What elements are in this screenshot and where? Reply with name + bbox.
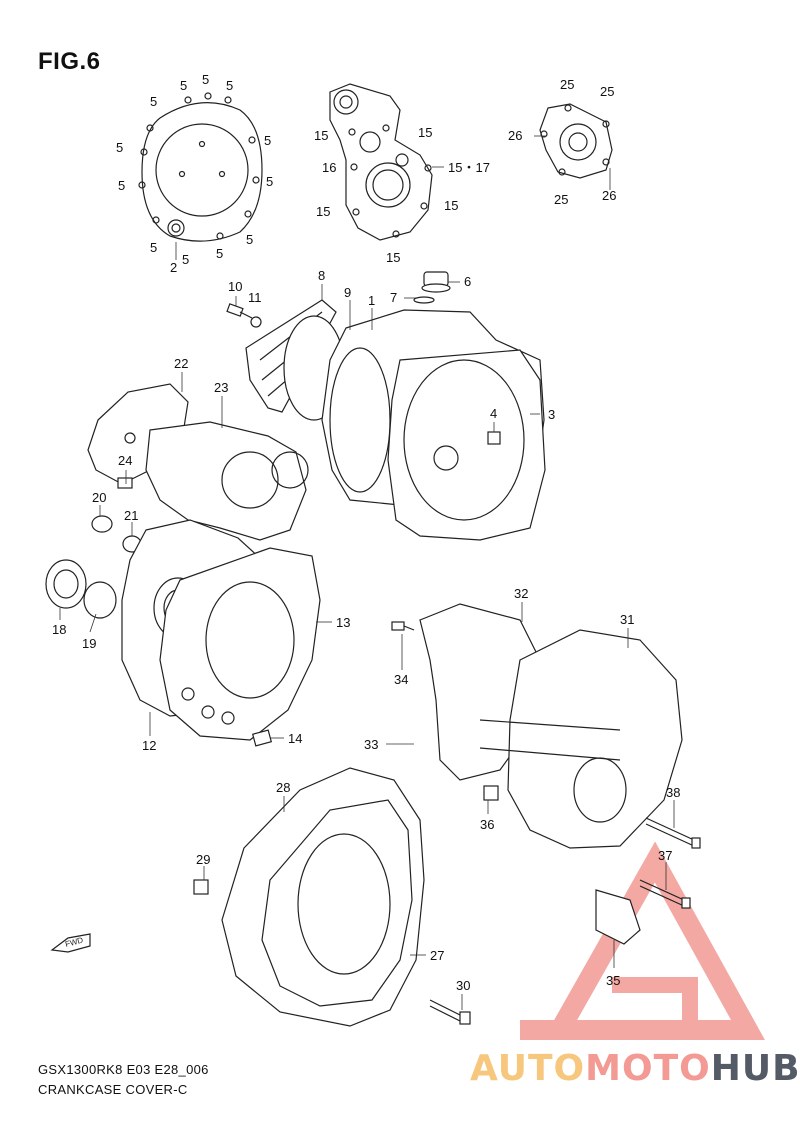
bolt-washer-part	[226, 303, 262, 328]
callout: 5	[246, 232, 253, 247]
callout: 18	[52, 622, 66, 637]
callout-labels: 5 5 5 5 5 5 5 5 5 5 5 5 2 15 15 16 15・17…	[52, 72, 680, 993]
callout: 5	[226, 78, 233, 93]
callout: 21	[124, 508, 138, 523]
callout: 15・17	[448, 160, 490, 175]
callout: 13	[336, 615, 350, 630]
callout: 19	[82, 636, 96, 651]
callout: 5	[150, 94, 157, 109]
cover-27-part	[193, 767, 471, 1027]
callout: 28	[276, 780, 290, 795]
callout: 25	[600, 84, 614, 99]
callout: 5	[202, 72, 209, 87]
figure-title: FIG.6	[38, 48, 101, 75]
callout: 32	[514, 586, 528, 601]
watermark-part-hub: HUB	[710, 1048, 800, 1089]
watermark-part-moto: MOTO	[585, 1048, 711, 1089]
callout: 7	[390, 290, 397, 305]
callout: 15	[386, 250, 400, 265]
clutch-cover-part	[138, 92, 263, 242]
callout: 33	[364, 737, 378, 752]
sprocket-cover-part	[419, 603, 683, 849]
callout: 15	[314, 128, 328, 143]
callout: 37	[658, 848, 672, 863]
callout: 2	[170, 260, 177, 275]
callout: 27	[430, 948, 444, 963]
bolt-34-part	[391, 621, 415, 631]
callout: 3	[548, 407, 555, 422]
callout: 15	[316, 204, 330, 219]
watermark-part-auto: AUTO	[470, 1048, 586, 1089]
callout: 9	[344, 285, 351, 300]
leader-lines	[59, 135, 675, 1010]
fwd-arrow-icon: FWD	[50, 933, 91, 953]
callout: 24	[118, 453, 132, 468]
callout: 34	[394, 672, 408, 687]
callout: 23	[214, 380, 228, 395]
bracket-35-part	[595, 889, 641, 945]
callout: 14	[288, 731, 302, 746]
callout: 30	[456, 978, 470, 993]
callout: 5	[116, 140, 123, 155]
callout: 5	[180, 78, 187, 93]
crankcase-cover-1-part	[321, 309, 546, 541]
callout: 25	[554, 192, 568, 207]
callout: 26	[602, 188, 616, 203]
callout: 29	[196, 852, 210, 867]
callout: 5	[150, 240, 157, 255]
callout: 6	[464, 274, 471, 289]
cover-12-part	[121, 519, 321, 747]
seal-rings-part	[45, 515, 142, 619]
callout: 26	[508, 128, 522, 143]
callout: 5	[264, 133, 271, 148]
callout: 38	[666, 785, 680, 800]
callout: 1	[368, 293, 375, 308]
callout: 12	[142, 738, 156, 753]
water-pump-cover-part	[87, 383, 309, 541]
generator-cover-part	[329, 83, 433, 241]
callout: 4	[490, 406, 497, 421]
callout: 5	[182, 252, 189, 267]
bolts-38-37-part	[639, 817, 701, 909]
callout: 10	[228, 279, 242, 294]
callout: 5	[266, 174, 273, 189]
callout: 31	[620, 612, 634, 627]
callout: 36	[480, 817, 494, 832]
callout: 35	[606, 973, 620, 988]
callout: 25	[560, 77, 574, 92]
callout: 15	[418, 125, 432, 140]
callout: 22	[174, 356, 188, 371]
watermark-triangle-logo	[520, 841, 765, 1040]
watermark-text: AUTOMOTOHUB	[470, 1048, 800, 1089]
oil-filler-cap-part	[413, 271, 451, 304]
callout: 5	[118, 178, 125, 193]
callout: 16	[322, 160, 336, 175]
callout: 11	[248, 290, 262, 305]
callout: 15	[444, 198, 458, 213]
footer-section-name: CRANKCASE COVER-C	[38, 1082, 188, 1097]
small-cover-part	[539, 103, 613, 179]
callout: 8	[318, 268, 325, 283]
callout: 5	[216, 246, 223, 261]
footer-model-code: GSX1300RK8 E03 E28_006	[38, 1062, 209, 1077]
callout: 20	[92, 490, 106, 505]
